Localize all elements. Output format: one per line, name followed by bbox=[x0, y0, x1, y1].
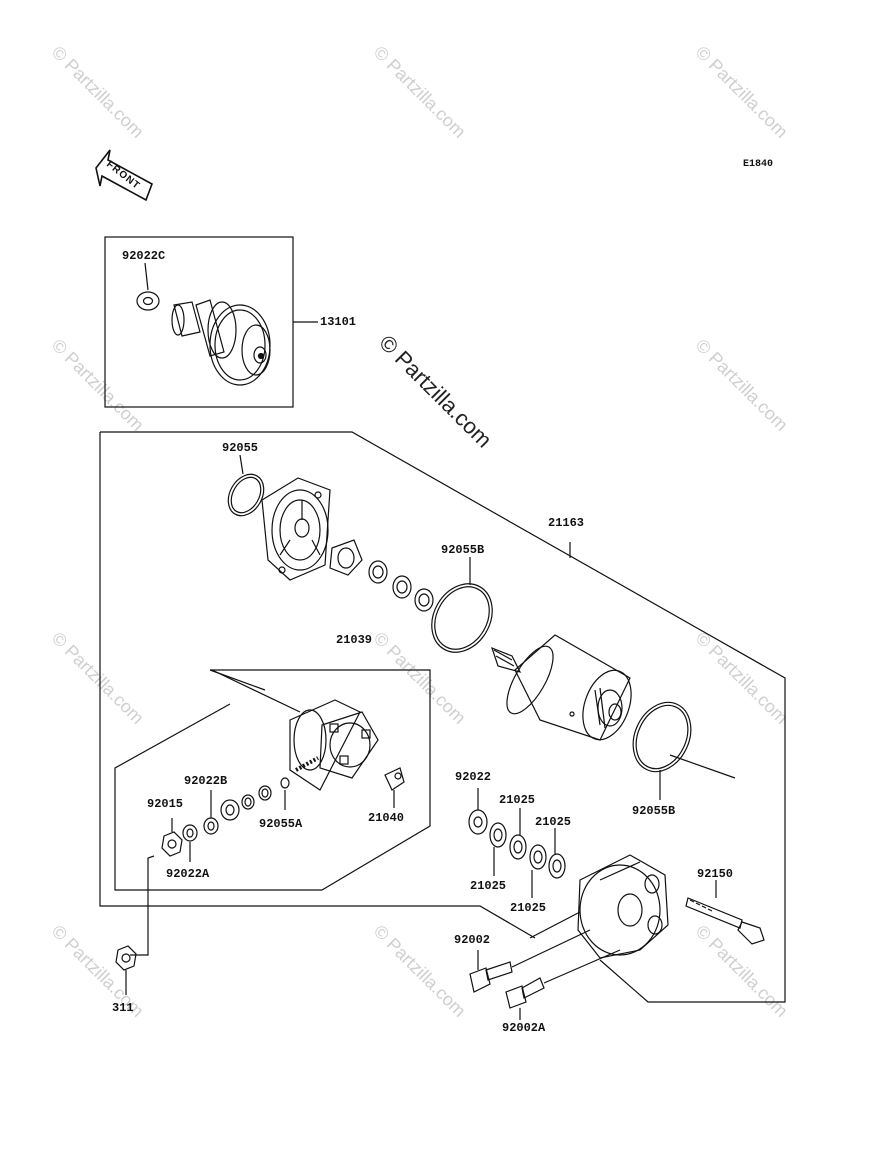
bolt-92002-icon bbox=[469, 929, 591, 993]
brush-21040-icon bbox=[384, 767, 405, 808]
part-label-92055b-top[interactable]: 92055B bbox=[441, 543, 485, 557]
part-label-92055[interactable]: 92055 bbox=[222, 441, 259, 455]
part-label-21025-d[interactable]: 21025 bbox=[510, 901, 547, 915]
part-label-21025-c[interactable]: 21025 bbox=[470, 879, 507, 893]
washers-92022b-icon bbox=[203, 785, 272, 835]
front-arrow-icon bbox=[95, 149, 153, 202]
nut-92015-icon bbox=[161, 818, 183, 857]
diagram-code: E1840 bbox=[743, 159, 774, 170]
part-label-92002[interactable]: 92002 bbox=[454, 933, 491, 947]
brush-holder-outline bbox=[114, 669, 431, 891]
washers-21025-icon bbox=[489, 808, 566, 898]
nut-311-icon bbox=[115, 945, 137, 995]
starter-clutch-icon bbox=[171, 299, 271, 386]
part-label-21163[interactable]: 21163 bbox=[548, 516, 585, 530]
part-label-21025-b[interactable]: 21025 bbox=[535, 815, 572, 829]
washer-92022a-icon bbox=[182, 824, 198, 862]
oring-92055b-bottom-icon bbox=[632, 701, 736, 800]
brush-plate-icon bbox=[289, 699, 379, 791]
oring-92055a-icon bbox=[280, 777, 290, 810]
part-label-21040[interactable]: 21040 bbox=[368, 811, 405, 825]
part-label-92022a[interactable]: 92022A bbox=[166, 867, 210, 881]
part-label-92055a[interactable]: 92055A bbox=[259, 817, 303, 831]
leader-311 bbox=[130, 855, 155, 956]
part-label-311[interactable]: 311 bbox=[112, 1001, 134, 1015]
oring-92055-icon bbox=[227, 454, 265, 517]
part-label-92015[interactable]: 92015 bbox=[147, 797, 184, 811]
lock-plate-icon bbox=[329, 539, 363, 576]
washer-92022c-icon bbox=[136, 262, 160, 311]
front-cover-icon bbox=[261, 477, 331, 581]
starter-assembly-outline bbox=[100, 431, 786, 1003]
oring-92055b-top-icon bbox=[431, 557, 493, 653]
part-label-21039[interactable]: 21039 bbox=[336, 633, 373, 647]
rear-cover-icon bbox=[529, 854, 669, 959]
part-label-92150[interactable]: 92150 bbox=[697, 867, 734, 881]
part-label-92022c[interactable]: 92022C bbox=[122, 249, 166, 263]
bolt-92150-icon bbox=[685, 880, 765, 945]
brush-spring-icon bbox=[295, 756, 319, 772]
part-label-13101[interactable]: 13101 bbox=[320, 315, 357, 329]
part-label-92022[interactable]: 92022 bbox=[455, 770, 492, 784]
washer-92022-icon bbox=[468, 788, 488, 835]
shim-washers-icon bbox=[368, 560, 434, 612]
part-label-92022b[interactable]: 92022B bbox=[184, 774, 228, 788]
bolt-92002a-icon bbox=[505, 949, 621, 1020]
part-label-21025-a[interactable]: 21025 bbox=[499, 793, 536, 807]
part-label-92055b-bottom[interactable]: 92055B bbox=[632, 804, 676, 818]
part-label-92002a[interactable]: 92002A bbox=[502, 1021, 546, 1035]
starter-yoke-icon bbox=[491, 634, 632, 741]
